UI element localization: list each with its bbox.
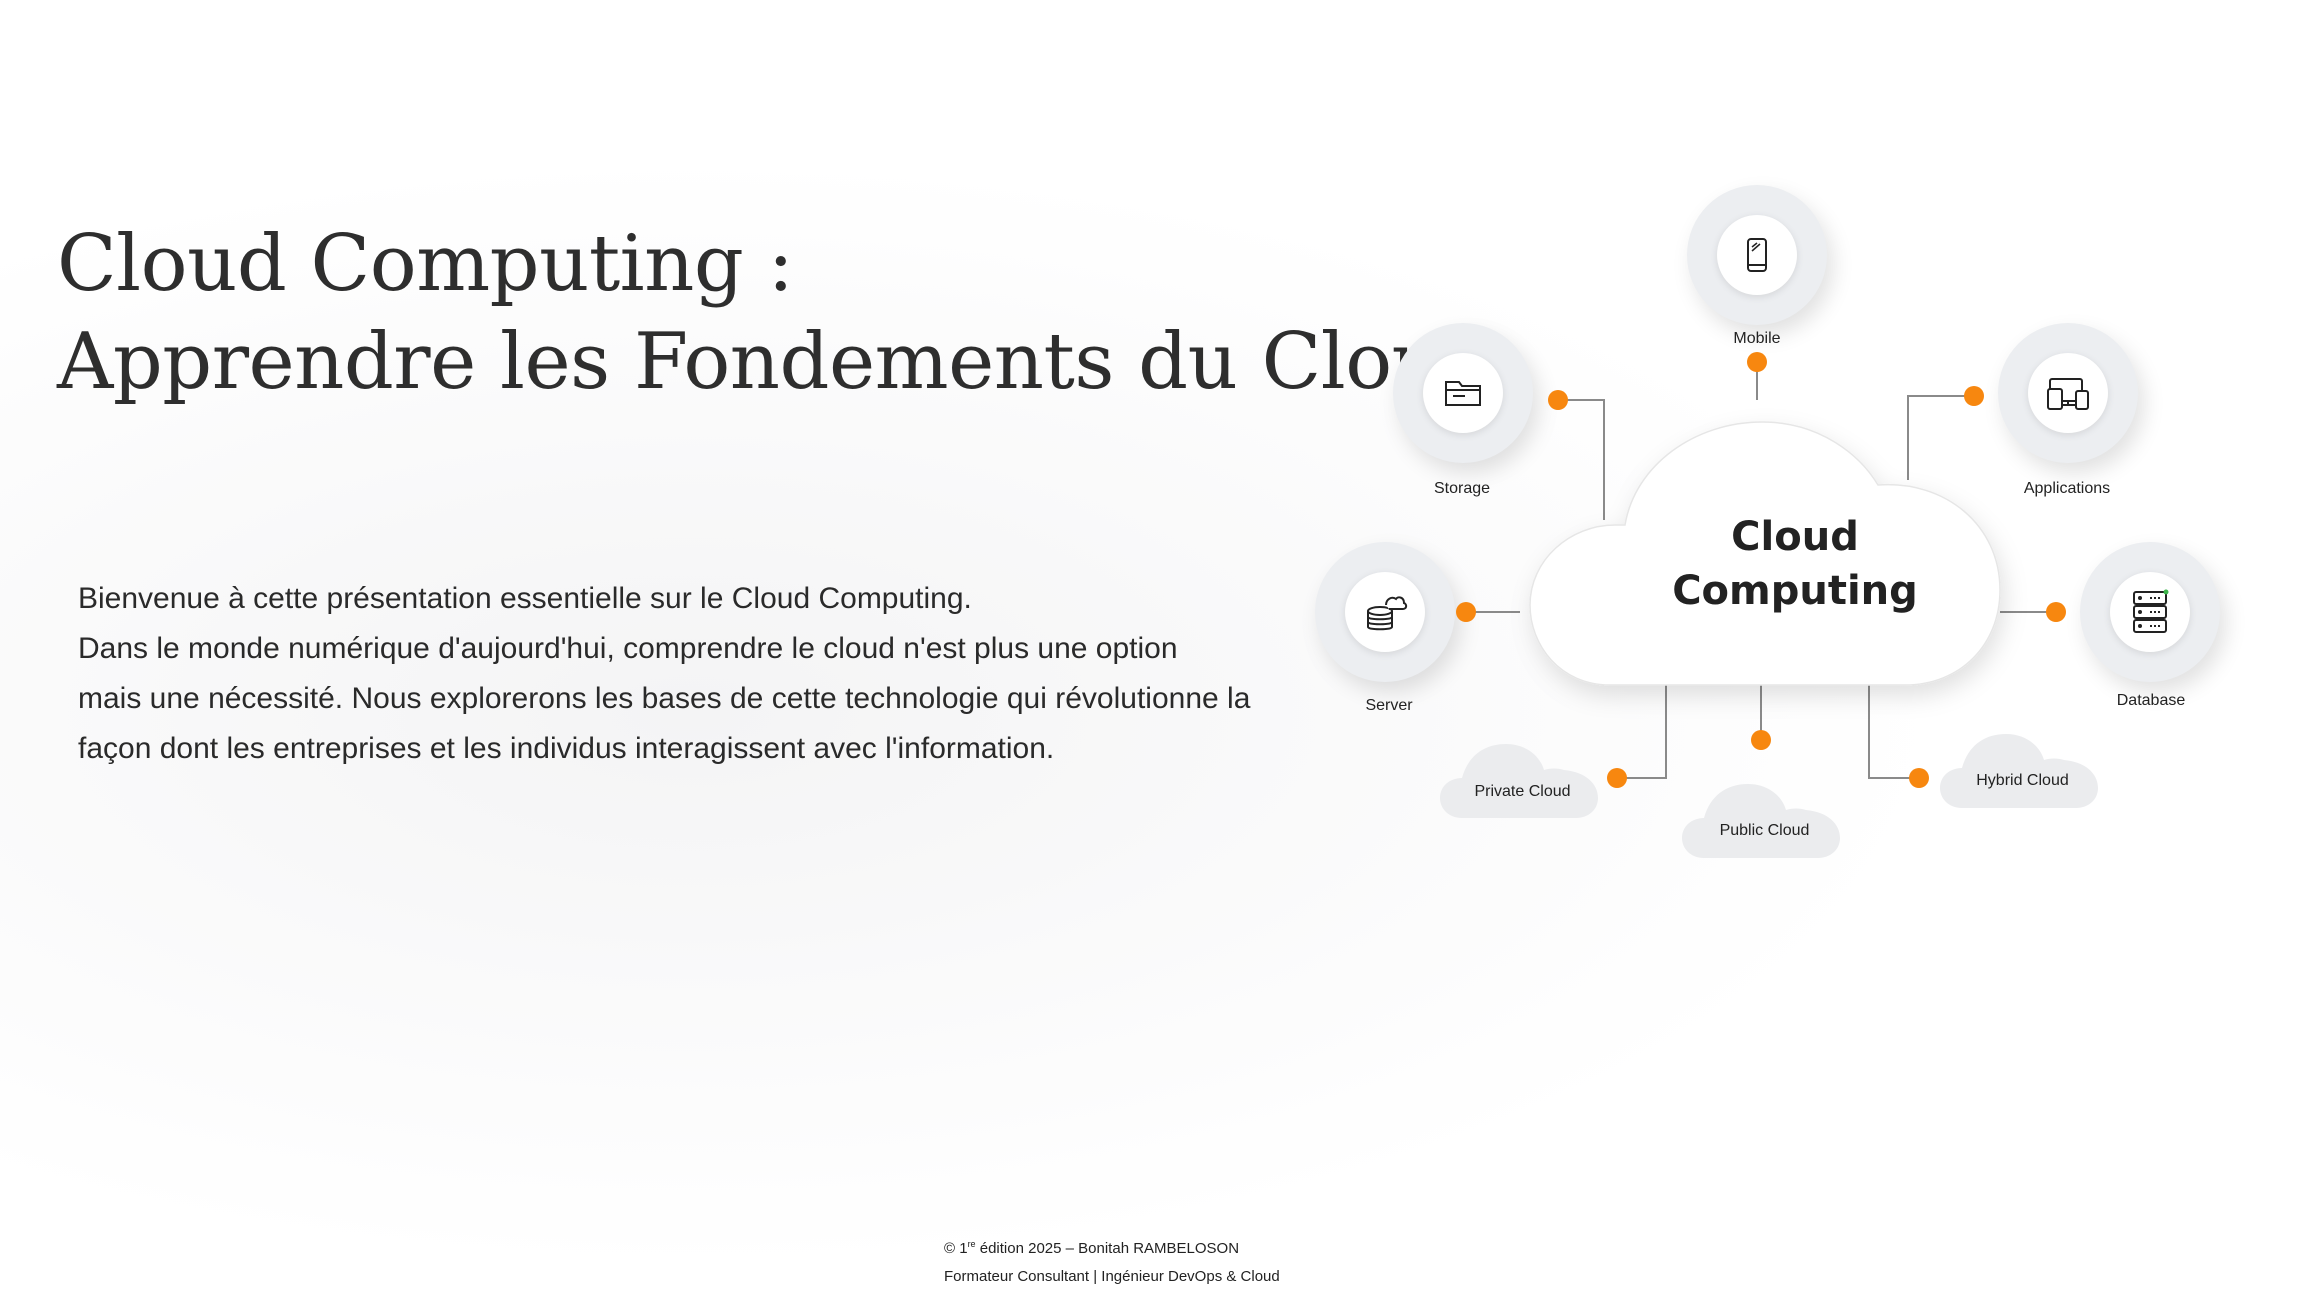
database-node (2080, 542, 2220, 682)
footer-line-1: © 1re édition 2025 – Bonitah RAMBELOSON (944, 1230, 1280, 1263)
private-cloud-connector-dot (1607, 768, 1627, 788)
server-connector-dot (1456, 602, 1476, 622)
private-cloud-label: Private Cloud (1474, 783, 1571, 800)
server-node (1315, 542, 1455, 682)
storage-label: Storage (1433, 480, 1491, 497)
intro-line-4: façon dont les entreprises et les indivi… (78, 732, 1055, 765)
applications-node (1998, 323, 2138, 463)
footer-superscript: re (967, 1239, 976, 1249)
footer-line-2: Formateur Consultant | Ingénieur DevOps … (944, 1268, 1280, 1285)
applications-label: Applications (2023, 480, 2111, 497)
private-cloud-node: Private Cloud (1440, 720, 1605, 825)
folder-icon (1445, 381, 1481, 406)
hybrid-cloud-shape (1940, 734, 2098, 808)
server-cloud-icon (1367, 596, 1408, 631)
public-cloud-shape (1682, 784, 1840, 858)
hybrid-cloud-label: Hybrid Cloud (1976, 772, 2069, 789)
hybrid-cloud-node: Hybrid Cloud (1940, 710, 2105, 815)
footer: © 1re édition 2025 – Bonitah RAMBELOSON … (944, 1230, 1280, 1291)
cloud-diagram: Cloud Computing Mobile (1300, 160, 2280, 900)
database-server-icon (2133, 589, 2169, 633)
cloud-title-line-1: Cloud (1731, 514, 1859, 560)
title-line-1: Cloud Computing : (57, 219, 794, 309)
public-cloud-label: Public Cloud (1719, 822, 1810, 839)
storage-node (1393, 323, 1533, 463)
mobile-label: Mobile (1733, 330, 1781, 347)
cloud-center-title: Cloud Computing (1610, 510, 1980, 618)
public-cloud-connector-dot (1751, 730, 1771, 750)
cloud-title-line-2: Computing (1672, 568, 1918, 614)
mobile-connector-dot (1747, 352, 1767, 372)
intro-line-2: Dans le monde numérique d'aujourd'hui, c… (78, 632, 1178, 665)
intro-line-3: mais une nécessité. Nous explorerons les… (78, 682, 1251, 715)
applications-connector-dot (1964, 386, 1984, 406)
database-connector-dot (2046, 602, 2066, 622)
mobile-node (1687, 185, 1827, 325)
server-label: Server (1365, 697, 1413, 714)
footer-edition: édition 2025 – Bonitah RAMBELOSON (975, 1240, 1240, 1257)
public-cloud-node: Public Cloud (1682, 760, 1847, 865)
database-label: Database (2116, 692, 2186, 709)
main-cloud-shape (1529, 421, 2001, 686)
hybrid-cloud-connector-dot (1909, 768, 1929, 788)
storage-connector-dot (1548, 390, 1568, 410)
devices-icon (2047, 378, 2089, 410)
title-line-2: Apprendre les Fondements du Cloud (57, 317, 1491, 407)
intro-line-1: Bienvenue à cette présentation essentiel… (78, 582, 972, 615)
private-cloud-shape (1440, 744, 1598, 818)
footer-copyright: © 1 (944, 1240, 968, 1257)
page-title: Cloud Computing : Apprendre les Fondemen… (57, 215, 1491, 411)
intro-paragraph: Bienvenue à cette présentation essentiel… (78, 574, 1308, 774)
mobile-phone-icon (1747, 238, 1767, 272)
